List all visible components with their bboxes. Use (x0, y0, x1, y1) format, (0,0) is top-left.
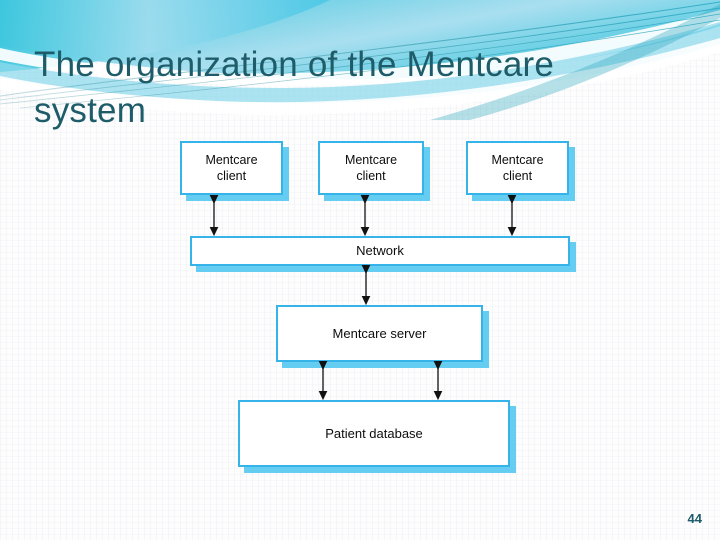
node-label-client1-line1: Mentcare (205, 153, 258, 167)
node-mentcare-client-2[interactable]: Mentcare client (318, 141, 424, 195)
node-mentcare-client-1[interactable]: Mentcare client (180, 141, 283, 195)
header-hairline-2 (0, 7, 720, 101)
header-hairline-1 (0, 1, 720, 97)
node-label-client1: Mentcare client (205, 152, 257, 184)
node-label-client3-line1: Mentcare (491, 153, 544, 167)
header-band-secondary (0, 0, 330, 72)
node-mentcare-server[interactable]: Mentcare server (276, 305, 483, 362)
node-network[interactable]: Network (190, 236, 570, 266)
node-mentcare-client-3[interactable]: Mentcare client (466, 141, 569, 195)
node-label-server: Mentcare server (332, 325, 427, 341)
node-label-client2-line2: client (356, 169, 386, 183)
node-label-database: Patient database (325, 425, 423, 441)
node-label-network: Network (356, 243, 404, 258)
header-swoosh-decoration (0, 0, 720, 120)
node-patient-database[interactable]: Patient database (238, 400, 510, 467)
node-label-client3-line2: client (502, 169, 533, 183)
node-label-client1-line2: client (216, 169, 247, 183)
header-hairline-3 (0, 13, 720, 105)
node-label-client2: Mentcare client (345, 152, 397, 184)
page-title: The organization of the Mentcare system (34, 45, 555, 130)
header-swoosh-white (0, 10, 720, 86)
node-label-client3: Mentcare client (491, 152, 543, 184)
page-number: 44 (687, 511, 702, 526)
header-sliver-white (0, 38, 720, 116)
header-hairline-4 (19, 19, 720, 109)
node-label-client2-line1: Mentcare (344, 153, 398, 167)
